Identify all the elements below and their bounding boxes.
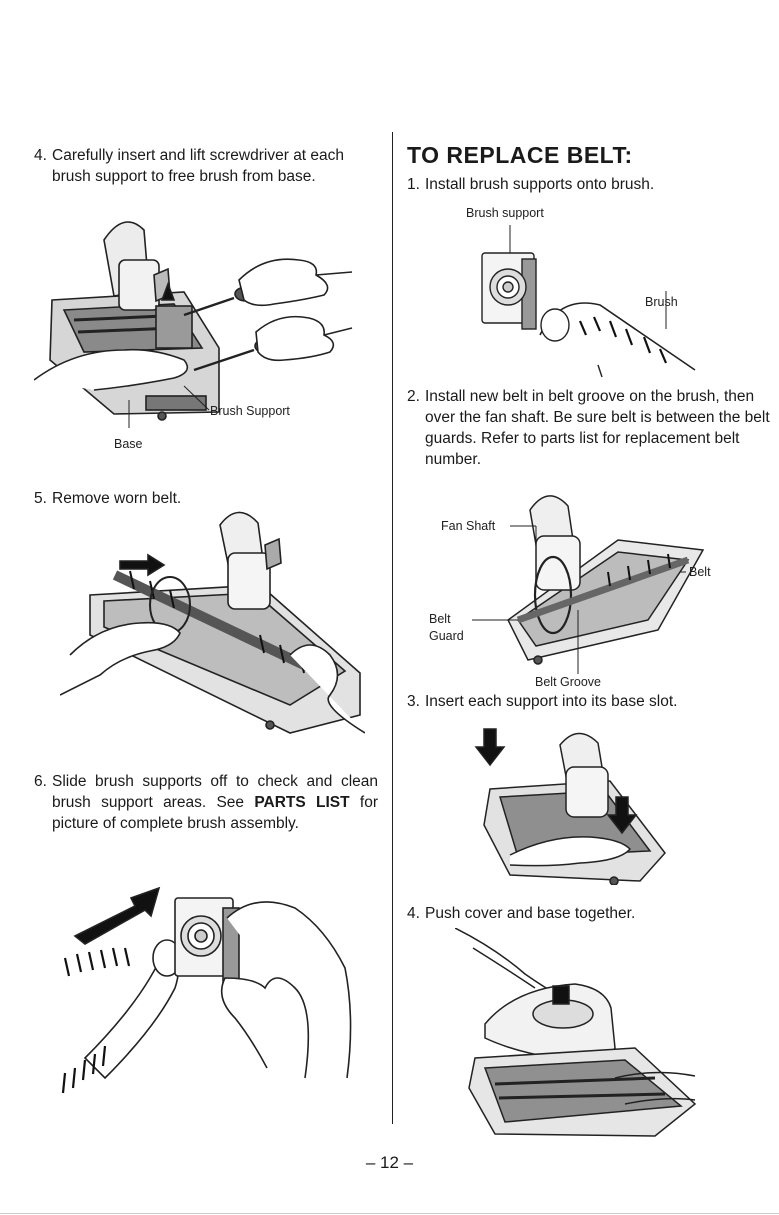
label-belt-guard-line1: Belt — [429, 612, 451, 626]
figure-remove-belt — [60, 505, 365, 740]
step-text: Slide brush supports off to check and cl… — [34, 771, 378, 834]
label-belt-guard-line2: Guard — [429, 629, 464, 643]
figure-brush-support-slide — [55, 878, 360, 1138]
step-6-slide-supports: 6. Slide brush supports off to check and… — [34, 771, 378, 834]
step-5-remove-belt: 5. Remove worn belt. — [34, 488, 384, 509]
step-4-push-together: 4. Push cover and base together. — [407, 903, 767, 924]
label-brush: Brush — [645, 295, 678, 309]
section-heading: TO REPLACE BELT: — [407, 142, 633, 168]
remove-belt-illustration — [60, 511, 365, 734]
figure-push-cover — [455, 928, 705, 1138]
step-text: Remove worn belt. — [52, 490, 182, 507]
brush-support-illustration — [61, 886, 352, 1094]
step-text: Install new belt in belt groove on the b… — [425, 388, 770, 468]
step-text: Push cover and base together. — [425, 905, 636, 922]
label-belt-groove: Belt Groove — [535, 675, 602, 689]
step-number: 4. — [34, 147, 47, 164]
step-2-install-belt: 2. Install new belt in belt groove on th… — [407, 386, 772, 470]
page-number: – 12 – — [365, 1153, 414, 1172]
step-text-part: Slide brush supports off to check and cl… — [52, 773, 378, 811]
label-fan-shaft: Fan Shaft — [441, 519, 496, 533]
parts-list-reference: PARTS LIST — [254, 794, 350, 811]
step-number: 6. — [34, 773, 47, 790]
column-divider — [392, 132, 393, 1124]
figure-brush-support-install — [470, 225, 720, 385]
screwdriver-illustration — [34, 221, 353, 428]
step-number: 2. — [407, 388, 420, 405]
page-bottom-edge — [0, 1213, 779, 1214]
step-4-remove-brush: 4. Carefully insert and lift screwdriver… — [34, 145, 384, 187]
push-cover-illustration — [455, 928, 697, 1137]
brush-install-illustration — [481, 225, 696, 378]
figure-insert-supports — [470, 725, 670, 885]
label-belt: Belt — [689, 565, 711, 579]
step-number: 4. — [407, 905, 420, 922]
belt-routing-illustration — [472, 495, 705, 674]
step-number: 1. — [407, 176, 420, 193]
step-1-install-supports: 1. Install brush supports onto brush. — [407, 174, 767, 195]
figure-belt-routing — [418, 480, 718, 680]
step-text: Install brush supports onto brush. — [425, 176, 655, 193]
label-brush-support: Brush Support — [210, 404, 290, 418]
step-text: Carefully insert and lift screwdriver at… — [52, 147, 345, 185]
label-brush-support: Brush support — [466, 206, 544, 220]
step-text: Insert each support into its base slot. — [425, 693, 678, 710]
step-number: 3. — [407, 693, 420, 710]
label-base: Base — [114, 437, 143, 451]
step-text-part: for picture of complete brush assembly. — [52, 794, 378, 832]
figure-screwdriver-lift — [34, 200, 354, 460]
step-3-insert-support: 3. Insert each support into its base slo… — [407, 691, 767, 712]
insert-support-illustration — [474, 728, 666, 885]
step-number: 5. — [34, 490, 47, 507]
